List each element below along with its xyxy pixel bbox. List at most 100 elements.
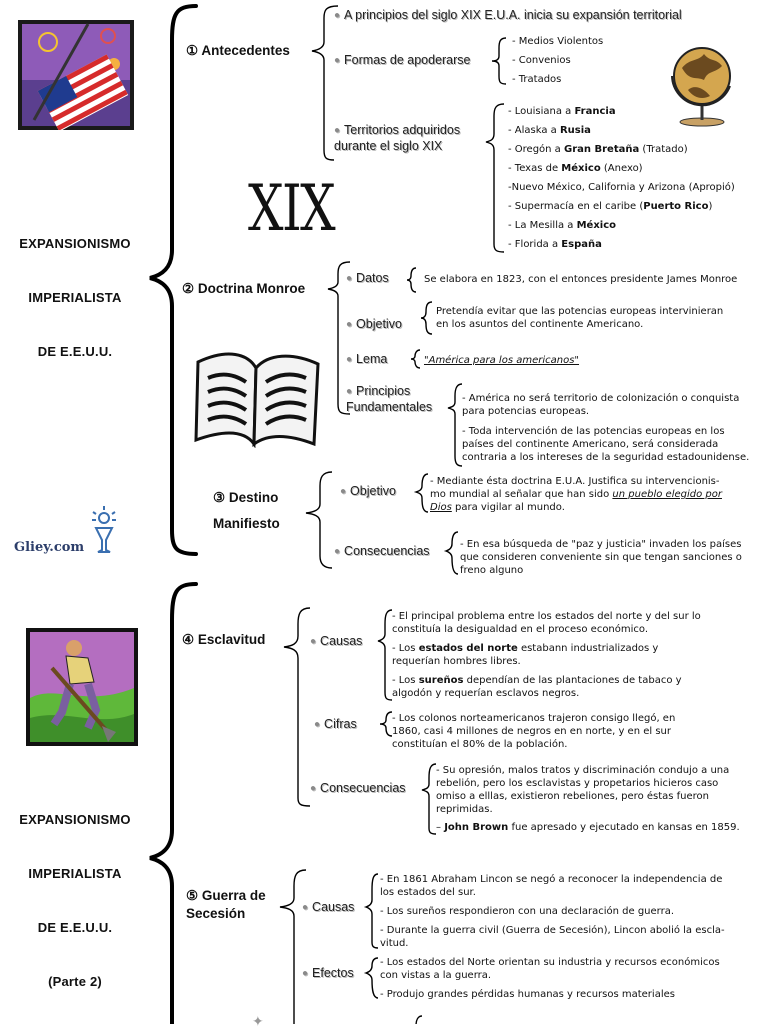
esclavitud-causa3-bold: sureños (418, 675, 464, 686)
esclavitud-causa3-suffix: dependían de las plantaciones de tabaco … (463, 675, 682, 686)
century-xix-heading: XIX (248, 172, 336, 246)
esclavitud-causa1-line1: - El principal problema entre los estado… (392, 611, 701, 622)
brace-guerra (279, 869, 307, 1024)
efectos-label-text: Efectos (312, 966, 354, 980)
territorio-text: - Oregón a (508, 144, 564, 155)
brace-formas (491, 37, 507, 85)
lema-label-text: Lema (356, 352, 388, 366)
section-destino-title-line1: ③ Destino (213, 490, 279, 505)
destino-objetivo-emphasis-2: Dios (430, 502, 452, 513)
monroe-datos-label: ●Datos (346, 271, 389, 285)
territorio-country: Gran Bretaña (564, 144, 640, 155)
guerra-efecto1-line2: con vistas a la guerra. (380, 970, 492, 981)
bullet-icon: ● (334, 125, 341, 136)
territorio-text: - La Mesilla a (508, 220, 577, 231)
destino-objetivo-line1: - Mediante ésta doctrina E.U.A. Justific… (430, 476, 720, 487)
esclavitud-cifras-line1: - Los colonos norteamericanos trajeron c… (392, 713, 676, 724)
bullet-icon: ● (346, 319, 353, 330)
territorio-item: -Nuevo México, California y Arizona (Apr… (508, 181, 735, 194)
section-guerra-title-line1: ⑤ Guerra de (186, 888, 266, 903)
esclavitud-john-brown: – John Brown fue apresado y ejecutado en… (436, 821, 740, 834)
esclavitud-causa2-suffix: estabann industrializados y (517, 643, 659, 654)
guerra-causas-label: ●Causas (302, 900, 354, 914)
formas-item: - Medios Violentos (512, 36, 604, 47)
brace-partial-bottom (415, 1015, 423, 1024)
antecedentes-item-expansion: ●A principios del siglo XIX E.U.A. inici… (334, 8, 682, 22)
bullet-icon: ● (314, 719, 321, 730)
bullet-icon: ● (302, 902, 309, 913)
esclavitud-consecuencias-line3: omiso a elllas, existieron rebeliones, p… (436, 791, 710, 802)
principios-label-text: Principios (356, 384, 411, 398)
globe-image (671, 47, 731, 127)
territorio-note: (Anexo) (600, 163, 643, 174)
section-guerra-title-line2: Secesión (186, 906, 246, 921)
monroe-objetivo-label: ●Objetivo (346, 317, 402, 331)
destino-consecuencias-label-text: Consecuencias (344, 544, 430, 558)
territorio-country: España (561, 239, 602, 250)
gliey-logo: Gliey.com (14, 540, 85, 555)
esclavitud-causa2-line1: - Los estados del norte estabann industr… (392, 642, 658, 655)
territorio-item: - La Mesilla a México (508, 219, 616, 232)
bullet-icon: ● (334, 10, 341, 21)
antecedentes-formas-label: ●Formas de apoderarse (334, 53, 471, 67)
antecedentes-territorios-label: ●Territorios adquiridos (334, 123, 460, 137)
esclavitud-causa2-line2: requerían hombres libres. (392, 656, 521, 667)
guerra-causa2-line1: - Los sureños respondieron con una decla… (380, 906, 675, 917)
monroe-principios-label-2: Fundamentales (346, 400, 433, 414)
main-brace-part1 (149, 4, 198, 556)
bullet-icon: ● (340, 486, 347, 497)
destino-consecuencias-label: ●Consecuencias (334, 544, 430, 558)
guerra-causa1-line2: los estados del sur. (380, 887, 476, 898)
destino-objetivo-emphasis: un pueblo elegido por (612, 489, 722, 500)
bullet-icon: ● (310, 636, 317, 647)
esclavitud-causa2-prefix: - Los (392, 643, 419, 654)
principio-2-line2: países del continente Americano, será co… (462, 439, 719, 450)
esclavitud-causa1-line2: constituía la desigualdad en el proceso … (392, 624, 649, 635)
territorio-item: - Louisiana a Francia (508, 105, 616, 118)
brace-cifras (379, 711, 393, 737)
star-icon: ✦ (252, 1014, 264, 1030)
brace-objetivo-monroe (420, 301, 433, 335)
territorio-item: - Texas de México (Anexo) (508, 162, 643, 175)
esclavitud-cifras-label: ●Cifras (314, 717, 357, 731)
esclavitud-causas-label-text: Causas (320, 634, 363, 648)
territorio-text: - Texas de (508, 163, 562, 174)
destino-objetivo-label-text: Objetivo (350, 484, 396, 498)
brace-consecuencias-destino (443, 531, 459, 575)
monroe-lema-text: "América para los americanos" (424, 355, 580, 366)
territorio-country: Puerto Rico (643, 201, 709, 212)
esclavitud-consecuencias-line2: rebelión, pero los esclavistas y propeta… (436, 778, 719, 789)
side-title-line3: DE E.E.U.U. (37, 344, 113, 359)
formas-label-text: Formas de apoderarse (344, 53, 471, 67)
esclavitud-cifras-line2: 1860, casi 4 millones de negros en en no… (392, 726, 671, 737)
brace-antecedentes (311, 5, 339, 161)
section-antecedentes-title: ① Antecedentes (186, 43, 290, 58)
antecedentes-territorios-label-2: durante el siglo XIX (334, 139, 443, 153)
destino-consecuencias-line3: freno alguno (460, 565, 524, 576)
side-title-line1: EXPANSIONISMO (19, 236, 131, 251)
bullet-icon: ● (310, 783, 317, 794)
american-flag-image (18, 20, 134, 130)
destino-objetivo-line3: Dios para vigilar al mundo. (430, 501, 565, 514)
brace-efectos (363, 957, 379, 999)
brace-causas-guerra (363, 873, 379, 949)
brace-consecuencias-esclavitud (421, 763, 437, 835)
objetivo-label-text: Objetivo (356, 317, 402, 331)
brace-datos (406, 267, 417, 293)
principio-2-line3: contraria a los intereses de la segurida… (462, 452, 750, 463)
destino-consecuencias-line2: que consideren conveniente sin que tenga… (460, 552, 742, 563)
principio-1-line2: para potencias europeas. (462, 406, 590, 417)
principio-1-line1: - América no será territorio de coloniza… (462, 393, 740, 404)
section-esclavitud-title: ④ Esclavitud (182, 632, 266, 647)
monroe-objetivo-line1: Pretendía evitar que las potencias europ… (436, 306, 724, 317)
territorio-text: - Florida a (508, 239, 562, 250)
section-monroe-title: ② Doctrina Monroe (182, 281, 306, 296)
esclavitud-consecuencias-line4: reprimidas. (436, 804, 493, 815)
brace-territorios (485, 103, 505, 253)
antecedentes-item-expansion-text: A principios del siglo XIX E.U.A. inicia… (344, 8, 682, 22)
brace-objetivo-destino (413, 473, 429, 513)
esclavitud-consecuencias-label: ●Consecuencias (310, 781, 406, 795)
john-brown-prefix: – (436, 822, 445, 833)
territorio-text: - Supermacía en el caribe ( (508, 201, 644, 212)
esclavitud-causa3-line1: - Los sureños dependían de las plantacio… (392, 674, 682, 687)
